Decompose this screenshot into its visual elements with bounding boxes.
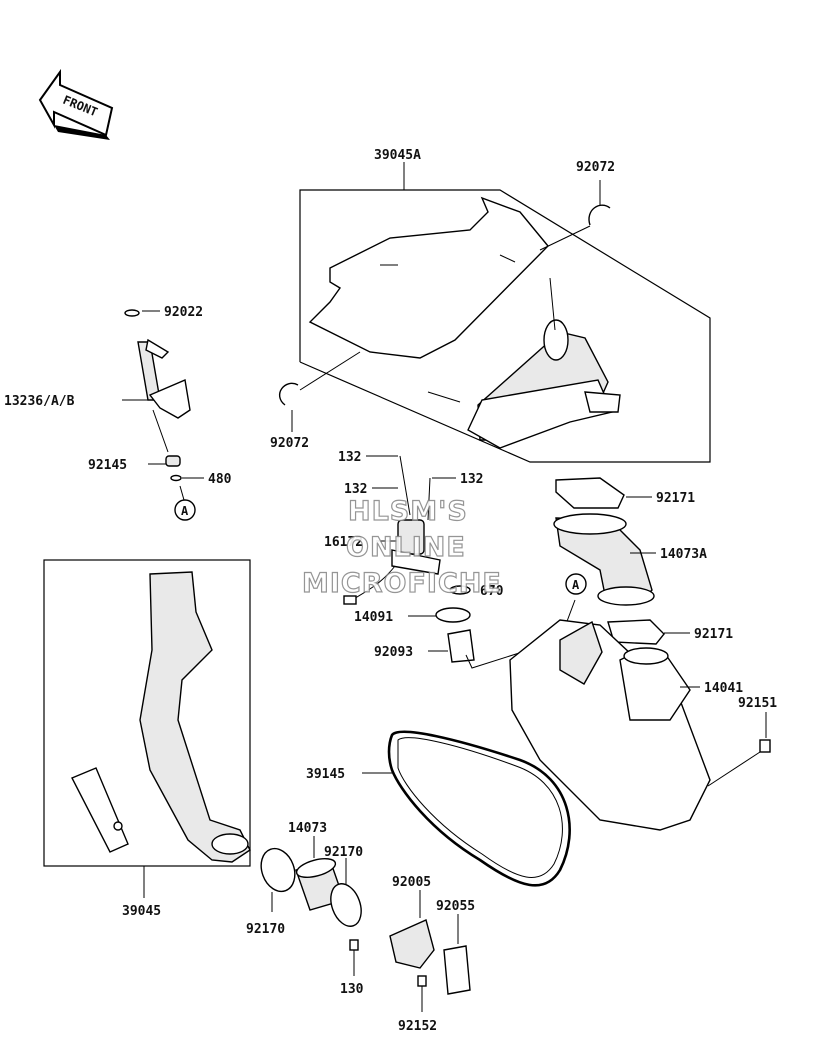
callout-a-right-text: A: [572, 578, 580, 592]
gasket-92055: [443, 945, 471, 995]
bolt-92151: [759, 739, 771, 753]
clamp-92171-top: [555, 477, 625, 509]
label-132-a: 132: [338, 450, 361, 465]
clamp-92170-right: [330, 883, 362, 927]
label-130: 130: [340, 982, 364, 997]
duct-14073A: [553, 513, 655, 606]
label-92171-top: 92171: [656, 491, 695, 506]
label-92170-top: 92170: [324, 845, 363, 860]
watermark: HLSM'S ONLINE MICROFICHE: [301, 495, 502, 599]
svg-text:HLSM'S: HLSM'S: [348, 496, 468, 527]
label-13236: 13236/A/B: [4, 394, 75, 409]
cover-plate: [308, 196, 549, 359]
washer-92022: [124, 309, 140, 317]
svg-text:MICROFICHE: MICROFICHE: [302, 568, 502, 599]
label-92171-mid: 92171: [694, 627, 733, 642]
label-92170-bot: 92170: [246, 922, 285, 937]
spring-92145: [165, 455, 181, 467]
assembly-frame-39045A: [299, 189, 711, 463]
nut-92152: [417, 975, 427, 987]
label-92005: 92005: [392, 875, 431, 890]
callout-a-right: [565, 573, 587, 595]
label-92072-top: 92072: [576, 160, 615, 175]
label-14091: 14091: [354, 610, 393, 625]
label-92022: 92022: [164, 305, 203, 320]
actuator-16172: [343, 519, 441, 605]
converter-cover-14041: [509, 619, 711, 831]
label-132-b: 132: [460, 472, 483, 487]
label-92072-left: 92072: [270, 436, 309, 451]
housing-92005: [389, 919, 435, 969]
label-39045: 39045: [122, 904, 161, 919]
clamp-92170-left: [260, 847, 296, 893]
clip-92072-left: [279, 382, 299, 406]
label-92145: 92145: [88, 458, 127, 473]
drive-belt-39145: [387, 730, 571, 887]
callout-a-left: [174, 499, 196, 521]
svg-text:ONLINE: ONLINE: [346, 532, 466, 563]
label-670: 670: [480, 584, 504, 599]
front-arrow-icon: FRONT: [38, 68, 114, 140]
label-92151: 92151: [738, 696, 777, 711]
label-480: 480: [208, 472, 232, 487]
label-92055: 92055: [436, 899, 475, 914]
flange-14091: [435, 607, 471, 623]
label-14073A: 14073A: [660, 547, 707, 562]
label-132-c: 132: [344, 482, 367, 497]
label-39045A: 39045A: [374, 148, 421, 163]
label-92093: 92093: [374, 645, 413, 660]
linkage-13236: [137, 338, 191, 453]
duct-39045: [71, 571, 251, 863]
label-92152: 92152: [398, 1019, 437, 1034]
clip-92072-top: [588, 204, 611, 226]
label-16172: 16172: [324, 535, 363, 550]
label-39145: 39145: [306, 767, 345, 782]
oring-670: [449, 585, 471, 595]
gasket-92093: [447, 629, 475, 663]
bolt-130: [349, 939, 359, 951]
label-14073: 14073: [288, 821, 327, 836]
oring-480: [170, 474, 182, 482]
assembly-frame-39045: [43, 559, 251, 867]
label-14041: 14041: [704, 681, 743, 696]
intake-duct: [467, 319, 621, 449]
callout-a-left-text: A: [181, 504, 189, 518]
